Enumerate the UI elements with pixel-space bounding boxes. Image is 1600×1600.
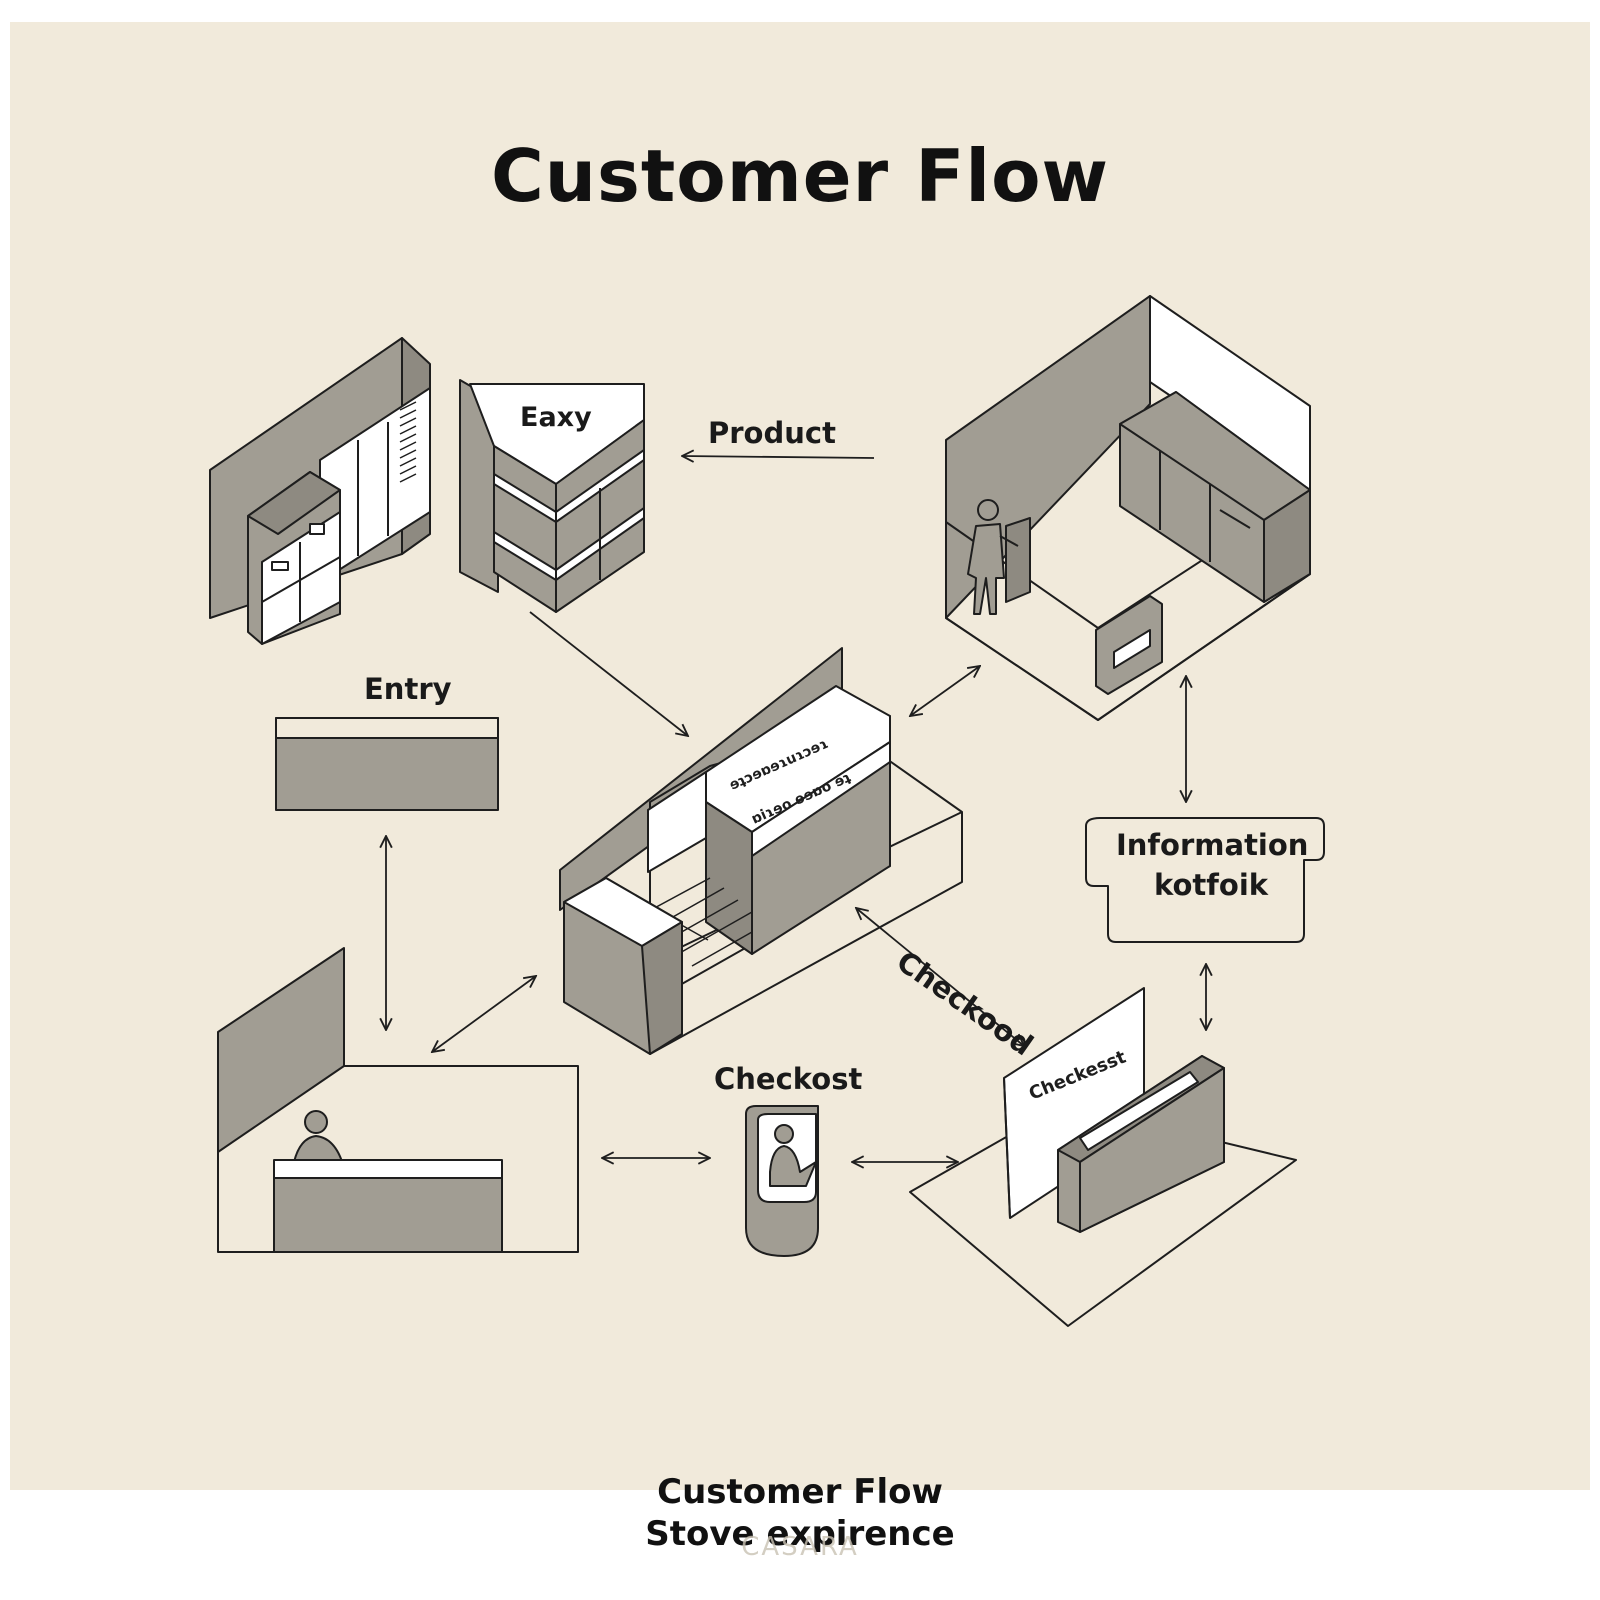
label-information-line1: Information	[1116, 828, 1309, 862]
label-checkost: Checkost	[714, 1062, 863, 1096]
store-layout-diagram: Checkesst ɘʇɔɘɒɘɿuɿɔɘɿ ɒiɿɘo ɘɘɒo ɘʇ	[209, 295, 1325, 1327]
product-room	[945, 295, 1311, 721]
reception-room	[217, 947, 579, 1253]
central-display-area	[559, 647, 963, 1055]
arrow-center-to-checkout	[856, 908, 1024, 1046]
arrow-eaxy-to-center	[529, 611, 688, 736]
caption-line2: Stove expirence	[645, 1514, 955, 1554]
entry-counter	[275, 717, 499, 811]
staff-person-icon	[967, 499, 1019, 615]
information-kiosk-box	[1085, 817, 1325, 943]
watermark-logo: CASARA	[741, 1532, 859, 1562]
checkout-area	[909, 987, 1297, 1327]
arrow-product-to-eaxy	[682, 456, 875, 458]
arrow-center-to-product	[910, 666, 980, 716]
poster-background: Checkesst ɘʇɔɘɒɘɿuɿɔɘɿ ɒiɿɘo ɘɘɒo ɘʇ Cus…	[10, 22, 1590, 1490]
eaxy-display-counter	[459, 379, 645, 613]
label-eaxy: Eaxy	[520, 402, 592, 433]
entry-shelving-unit	[209, 337, 431, 645]
diagram-title: Customer Flow	[490, 134, 1110, 218]
label-product: Product	[708, 416, 836, 450]
arrow-reception-to-center	[432, 976, 536, 1052]
caption-line1: Customer Flow	[657, 1472, 943, 1512]
checkout-kiosk-pod	[745, 1105, 819, 1257]
flow-arrows	[386, 456, 1206, 1162]
label-information-line2: kotfoik	[1154, 868, 1269, 902]
label-entry: Entry	[364, 672, 452, 706]
